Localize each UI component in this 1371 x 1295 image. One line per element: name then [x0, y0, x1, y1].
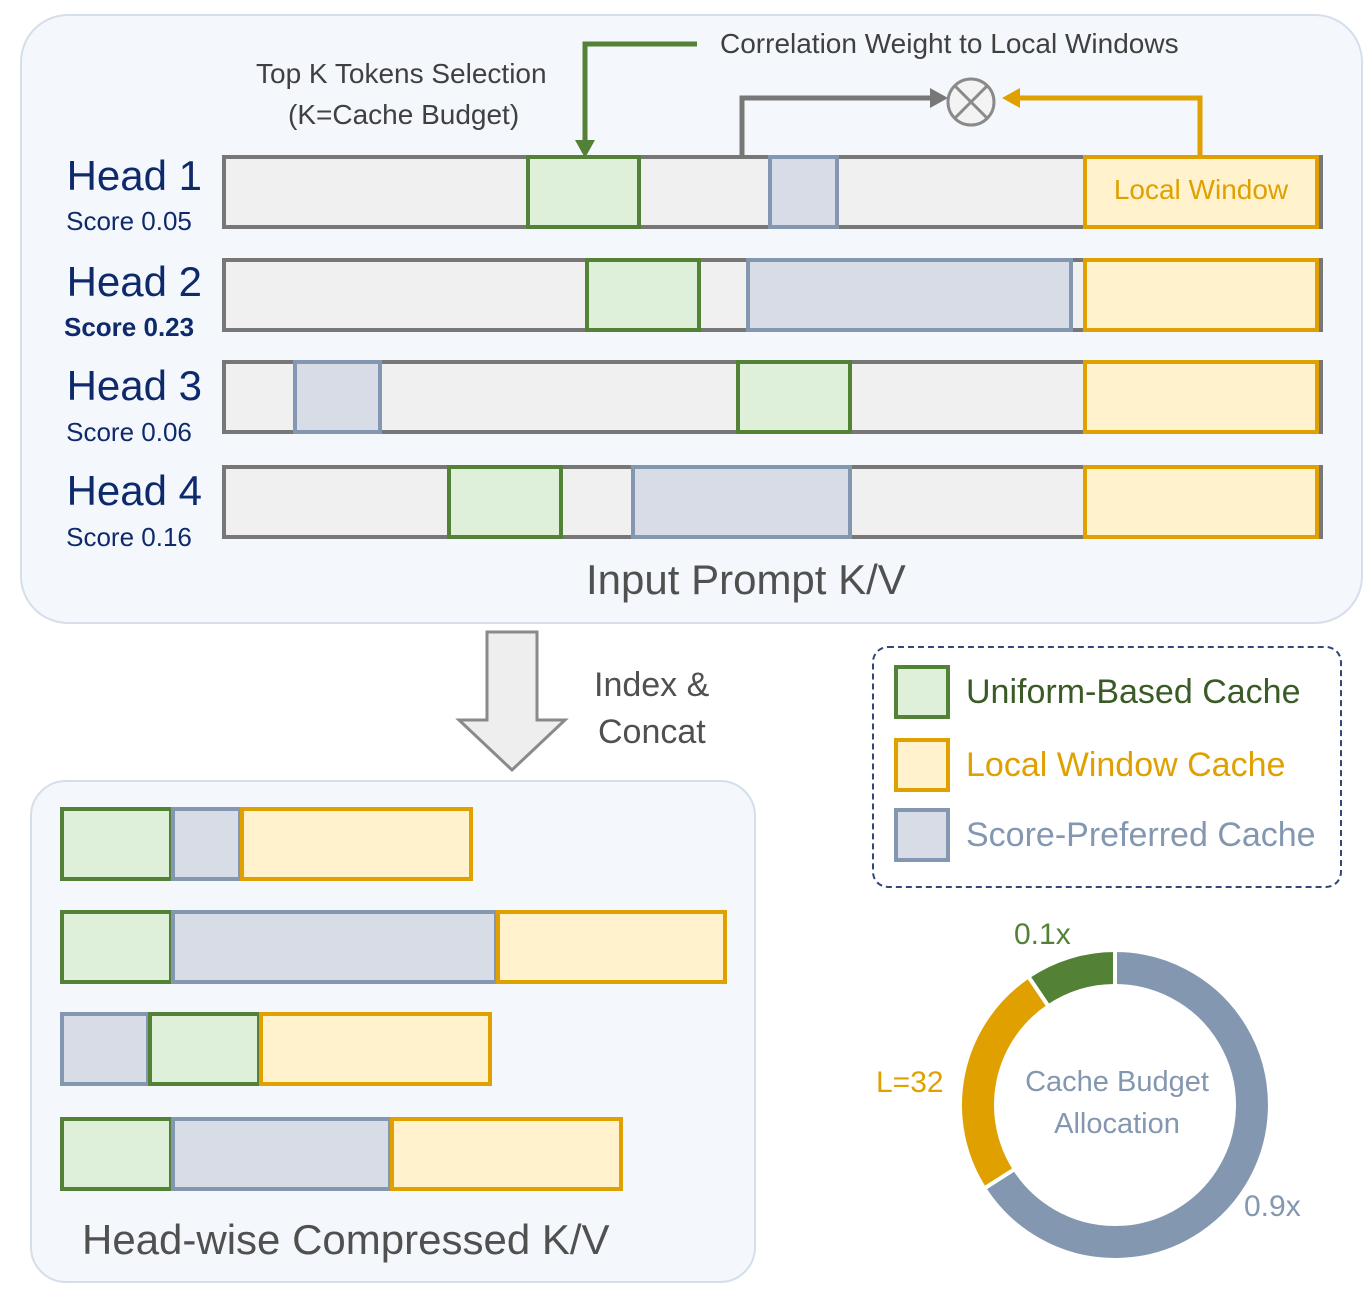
donut-label-uniform: 0.1x — [1014, 918, 1071, 951]
multiply-icon — [946, 77, 996, 127]
correlation-label: Correlation Weight to Local Windows — [720, 28, 1179, 59]
compressed-kv-title: Head-wise Compressed K/V — [82, 1216, 610, 1263]
head-2-local-segment — [1083, 258, 1319, 332]
row-1-uniform-segment — [60, 807, 173, 881]
local-window-label: Local Window — [1113, 174, 1289, 205]
row-2-uniform-segment — [60, 910, 173, 984]
row-1-score-segment — [171, 807, 242, 881]
head-2-score: Score 0.23 — [64, 312, 195, 342]
cache-budget-donut — [957, 947, 1272, 1262]
legend-uniform-swatch — [894, 665, 950, 719]
legend-local-swatch — [894, 738, 950, 792]
row-1-local-segment — [240, 807, 473, 881]
row-3-score-segment — [60, 1012, 150, 1086]
topk-label-line2: (K=Cache Budget) — [288, 99, 520, 130]
down-arrow-icon — [455, 630, 569, 773]
index-concat-line1: Index & — [594, 666, 710, 704]
head-3-uniform-segment — [736, 360, 852, 434]
head-4-local-segment — [1083, 465, 1319, 539]
row-2-score-segment — [171, 910, 498, 984]
topk-arrowhead — [575, 140, 595, 158]
head-2-name: Head 2 — [66, 258, 202, 305]
head-2-uniform-segment — [585, 258, 701, 332]
head-2-score-segment — [746, 258, 1073, 332]
head-4-uniform-segment — [447, 465, 563, 539]
head-1-uniform-segment — [526, 155, 641, 229]
input-prompt-title: Input Prompt K/V — [586, 556, 906, 603]
donut-score-slice — [981, 947, 1272, 1262]
local-to-multiply-arrow — [1015, 95, 1203, 155]
row-4-score-segment — [171, 1117, 392, 1191]
row-4-local-segment — [390, 1117, 623, 1191]
topk-arrow — [582, 41, 697, 145]
legend-local-label: Local Window Cache — [966, 746, 1286, 784]
legend — [872, 646, 1342, 888]
row-4-uniform-segment — [60, 1117, 173, 1191]
legend-score-label: Score-Preferred Cache — [966, 816, 1316, 854]
head-3-score: Score 0.06 — [66, 417, 192, 447]
head-3-local-segment — [1083, 360, 1319, 434]
donut-label-score: 0.9x — [1244, 1190, 1301, 1223]
head-1-score: Score 0.05 — [66, 206, 192, 236]
row-2-local-segment — [496, 910, 727, 984]
head-4-name: Head 4 — [66, 467, 202, 514]
legend-uniform-label: Uniform-Based Cache — [966, 673, 1301, 711]
legend-score-swatch — [894, 808, 950, 862]
donut-center-line1: Cache Budget — [1025, 1066, 1209, 1098]
row-3-uniform-segment — [148, 1012, 261, 1086]
topk-label-line1: Top K Tokens Selection — [256, 58, 547, 89]
index-concat-line2: Concat — [598, 713, 706, 751]
head-4-score-segment — [631, 465, 852, 539]
head-1-local-segment — [1083, 155, 1319, 229]
donut-center-line2: Allocation — [1054, 1108, 1180, 1140]
head-4-score: Score 0.16 — [66, 522, 192, 552]
grey-arrowhead — [930, 88, 948, 108]
head-1-name: Head 1 — [66, 152, 202, 199]
row-3-local-segment — [259, 1012, 492, 1086]
donut-label-local: L=32 — [876, 1066, 944, 1099]
head-3-score-segment — [293, 360, 382, 434]
head-to-multiply-arrow — [739, 95, 935, 155]
orange-arrowhead — [1002, 88, 1020, 108]
donut-uniform-slice — [1025, 947, 1117, 1010]
head-3-name: Head 3 — [66, 362, 202, 409]
head-1-score-segment — [768, 155, 839, 229]
